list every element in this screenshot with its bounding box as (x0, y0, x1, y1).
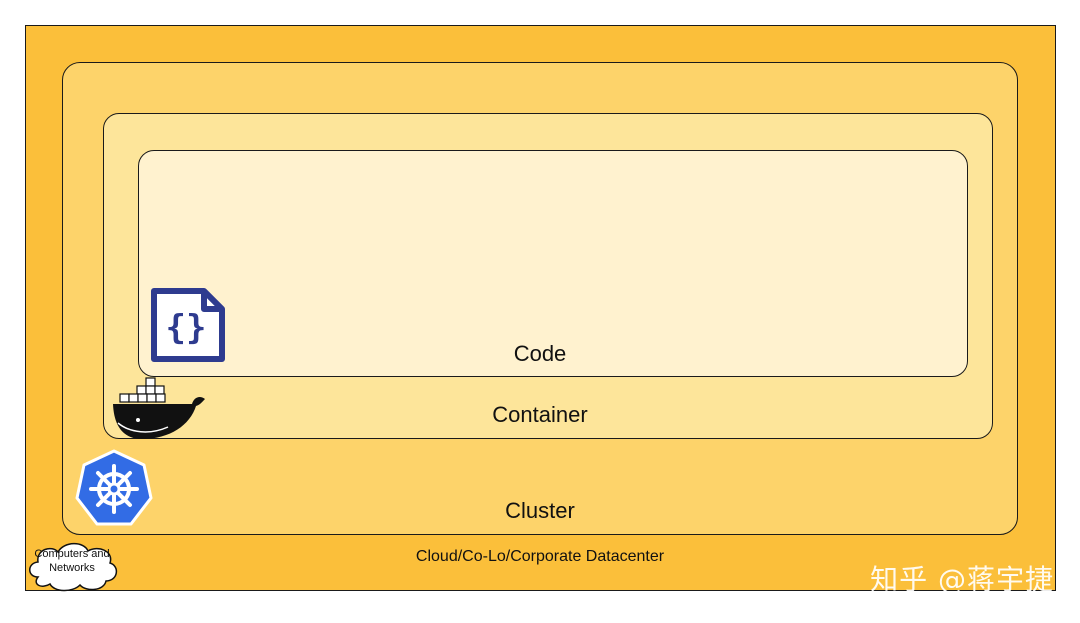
datacenter-label: Cloud/Co-Lo/Corporate Datacenter (415, 548, 665, 565)
cloud-icon (29, 542, 118, 592)
docker-whale-icon (113, 377, 205, 439)
code-layer (138, 150, 968, 377)
container-label: Container (492, 402, 588, 427)
cloud-label: Computers and Networks (34, 548, 110, 574)
svg-text:{}: {} (166, 308, 207, 348)
cluster-label: Cluster (505, 498, 575, 523)
kubernetes-icon (75, 449, 153, 526)
code-file-icon: {} (151, 288, 225, 362)
watermark: 知乎 @蒋宇捷 (870, 563, 1054, 596)
code-label: Code (513, 341, 567, 366)
